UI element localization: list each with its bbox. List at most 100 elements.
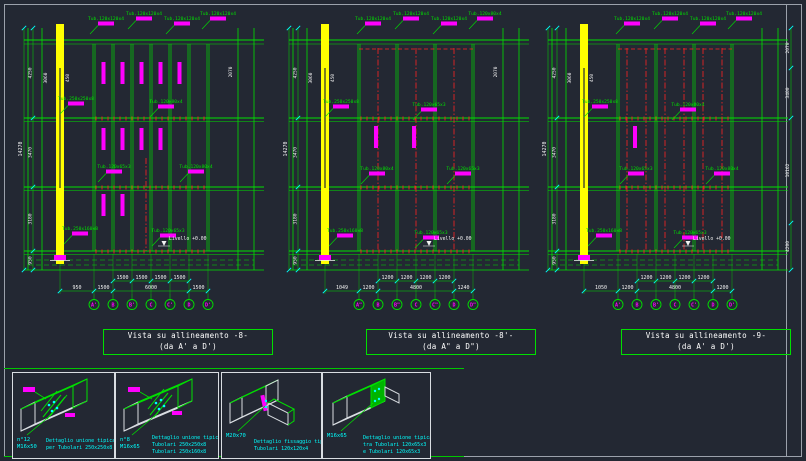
grid-bubble: [107, 299, 119, 310]
dim-tick: [295, 248, 301, 254]
detail-connection-4-canvas: M16x65 Dettaglio unione tipica tra Tubol…: [327, 378, 430, 455]
level-note: Livello +0.00: [434, 236, 472, 242]
detail-connection-3-canvas: M20x70 Dettaglio fissaggio tipico Tubola…: [226, 379, 321, 452]
dim-tick: [110, 288, 116, 294]
column-slit: [324, 68, 326, 188]
member-tag: [421, 107, 437, 112]
left-dim: 4250: [28, 67, 34, 78]
base-plate: [578, 255, 590, 260]
member-tag: [160, 233, 176, 238]
view-title-1-line1: Vista su allineamento -8-: [127, 331, 249, 340]
grid-letter: A': [615, 303, 621, 309]
level-arrow-icon: [685, 241, 691, 246]
grid-bubble: [631, 299, 643, 310]
bolt-dots-icon: [264, 399, 268, 409]
member-label: Tub.250x160x8: [327, 228, 363, 234]
splice-plate: [101, 62, 106, 84]
grid-letter: C": [432, 303, 438, 309]
member-tag: [628, 171, 644, 176]
detail-caption: Dettaglio unione tipica: [152, 435, 218, 441]
elevation-canvas-1[interactable]: Tub.120x120x4Tub.120x120x4Tub.120x120x4T…: [16, 8, 274, 323]
member-label: Tub.120x65x3: [619, 166, 652, 172]
detail-connection-1-canvas: n°12 M16x50 Dettaglio unione tipica per …: [17, 378, 114, 451]
dim-tick: [554, 184, 560, 190]
leader-line: [360, 175, 370, 185]
detail-box-2[interactable]: n°8 M16x65 Dettaglio unione tipica Tubol…: [115, 372, 219, 459]
dim-tick: [30, 25, 36, 31]
left-dim: 950: [552, 256, 558, 265]
detail-caption: Dettaglio unione tipica: [363, 435, 430, 441]
gusset-plate-tag: [128, 387, 140, 392]
member-tag: [423, 235, 439, 240]
sheet-margin-line: [786, 4, 787, 457]
member-tag: [337, 233, 353, 238]
grid-letter: C: [673, 303, 676, 309]
left-dim: 4250: [293, 67, 299, 78]
elevation-canvas-3[interactable]: Tub.120x120x4Tub.120x120x4Tub.120x120x4T…: [540, 8, 798, 323]
grid-letter: B: [376, 303, 379, 309]
member-tag: [624, 21, 640, 26]
bolt-size-label: M16x50: [17, 444, 37, 450]
dim-tick: [30, 184, 36, 190]
grid-letter: D': [729, 303, 735, 309]
leader-line: [97, 173, 107, 183]
dim-tick: [581, 288, 587, 294]
grid-letter: B": [394, 303, 400, 309]
grid-letter: D: [711, 303, 714, 309]
leader-line: [179, 173, 189, 183]
dim-text: 1200: [678, 275, 690, 281]
inner-dim: 3060: [308, 72, 314, 83]
bolt-size-label: M16x65: [120, 444, 140, 450]
splice-plate: [101, 128, 106, 150]
elevation-canvas-2[interactable]: Tub.120x120x4Tub.120x120x4Tub.120x120x4T…: [281, 8, 539, 323]
detail-box-1[interactable]: n°12 M16x50 Dettaglio unione tipica per …: [12, 372, 115, 459]
leader-line: [149, 108, 159, 118]
inner-dim: 450: [589, 74, 595, 82]
member-tag: [106, 169, 122, 174]
tube-end-face: [265, 379, 279, 407]
leader-line: [151, 237, 161, 247]
splice-plate: [374, 126, 378, 148]
dim-tick: [554, 25, 560, 31]
view-title-2: Vista su allineamento -8'- (da A" a D"): [366, 329, 536, 355]
dim-tick: [295, 267, 301, 273]
member-tag: [662, 16, 678, 21]
dim-text: 1200: [659, 275, 671, 281]
member-label: Tub.120x120x4: [164, 16, 200, 22]
leader-line: [356, 25, 366, 35]
dim-text: 1200: [697, 275, 709, 281]
overall-dim: 14270: [283, 141, 289, 156]
dim-tick: [788, 65, 794, 71]
grid-letter: C: [414, 303, 417, 309]
member-tag: [369, 171, 385, 176]
grid-bubble: [726, 299, 738, 310]
leader-line: [414, 239, 424, 249]
member-label: Tub.250x250x8: [323, 99, 359, 105]
detail-box-3[interactable]: M20x70 Dettaglio fissaggio tipico Tubola…: [221, 372, 322, 459]
dim-tick: [286, 267, 292, 273]
view-title-3: Vista su allineamento -9- (da A' a D'): [621, 329, 791, 355]
dim-text: 1200: [716, 285, 728, 291]
grid-bubble: [353, 299, 365, 310]
detail-caption: tra Tubolari 120x65x3: [363, 442, 426, 448]
detail-box-4[interactable]: M16x65 Dettaglio unione tipica tra Tubol…: [322, 372, 431, 459]
branch-tube-edges: [267, 398, 295, 426]
grid-bubble: [145, 299, 157, 310]
grid-letter: C: [149, 303, 152, 309]
view-title-1-line2: (da A' a D'): [159, 341, 217, 351]
right-dim: 10162: [785, 163, 791, 177]
bolt-size-label: M16x65: [327, 433, 347, 439]
member-tag: [188, 169, 204, 174]
member-tag: [136, 16, 152, 21]
member-tag: [680, 107, 696, 112]
leader-line: [324, 108, 334, 118]
tube-front-face: [229, 396, 243, 424]
member-tag: [592, 104, 608, 109]
dim-text: 1500: [97, 285, 109, 291]
base-plate: [319, 255, 331, 260]
view-title-1: Vista su allineamento -8- (da A' a D'): [103, 329, 273, 355]
member-label: Tub.120x120x4: [726, 11, 762, 17]
